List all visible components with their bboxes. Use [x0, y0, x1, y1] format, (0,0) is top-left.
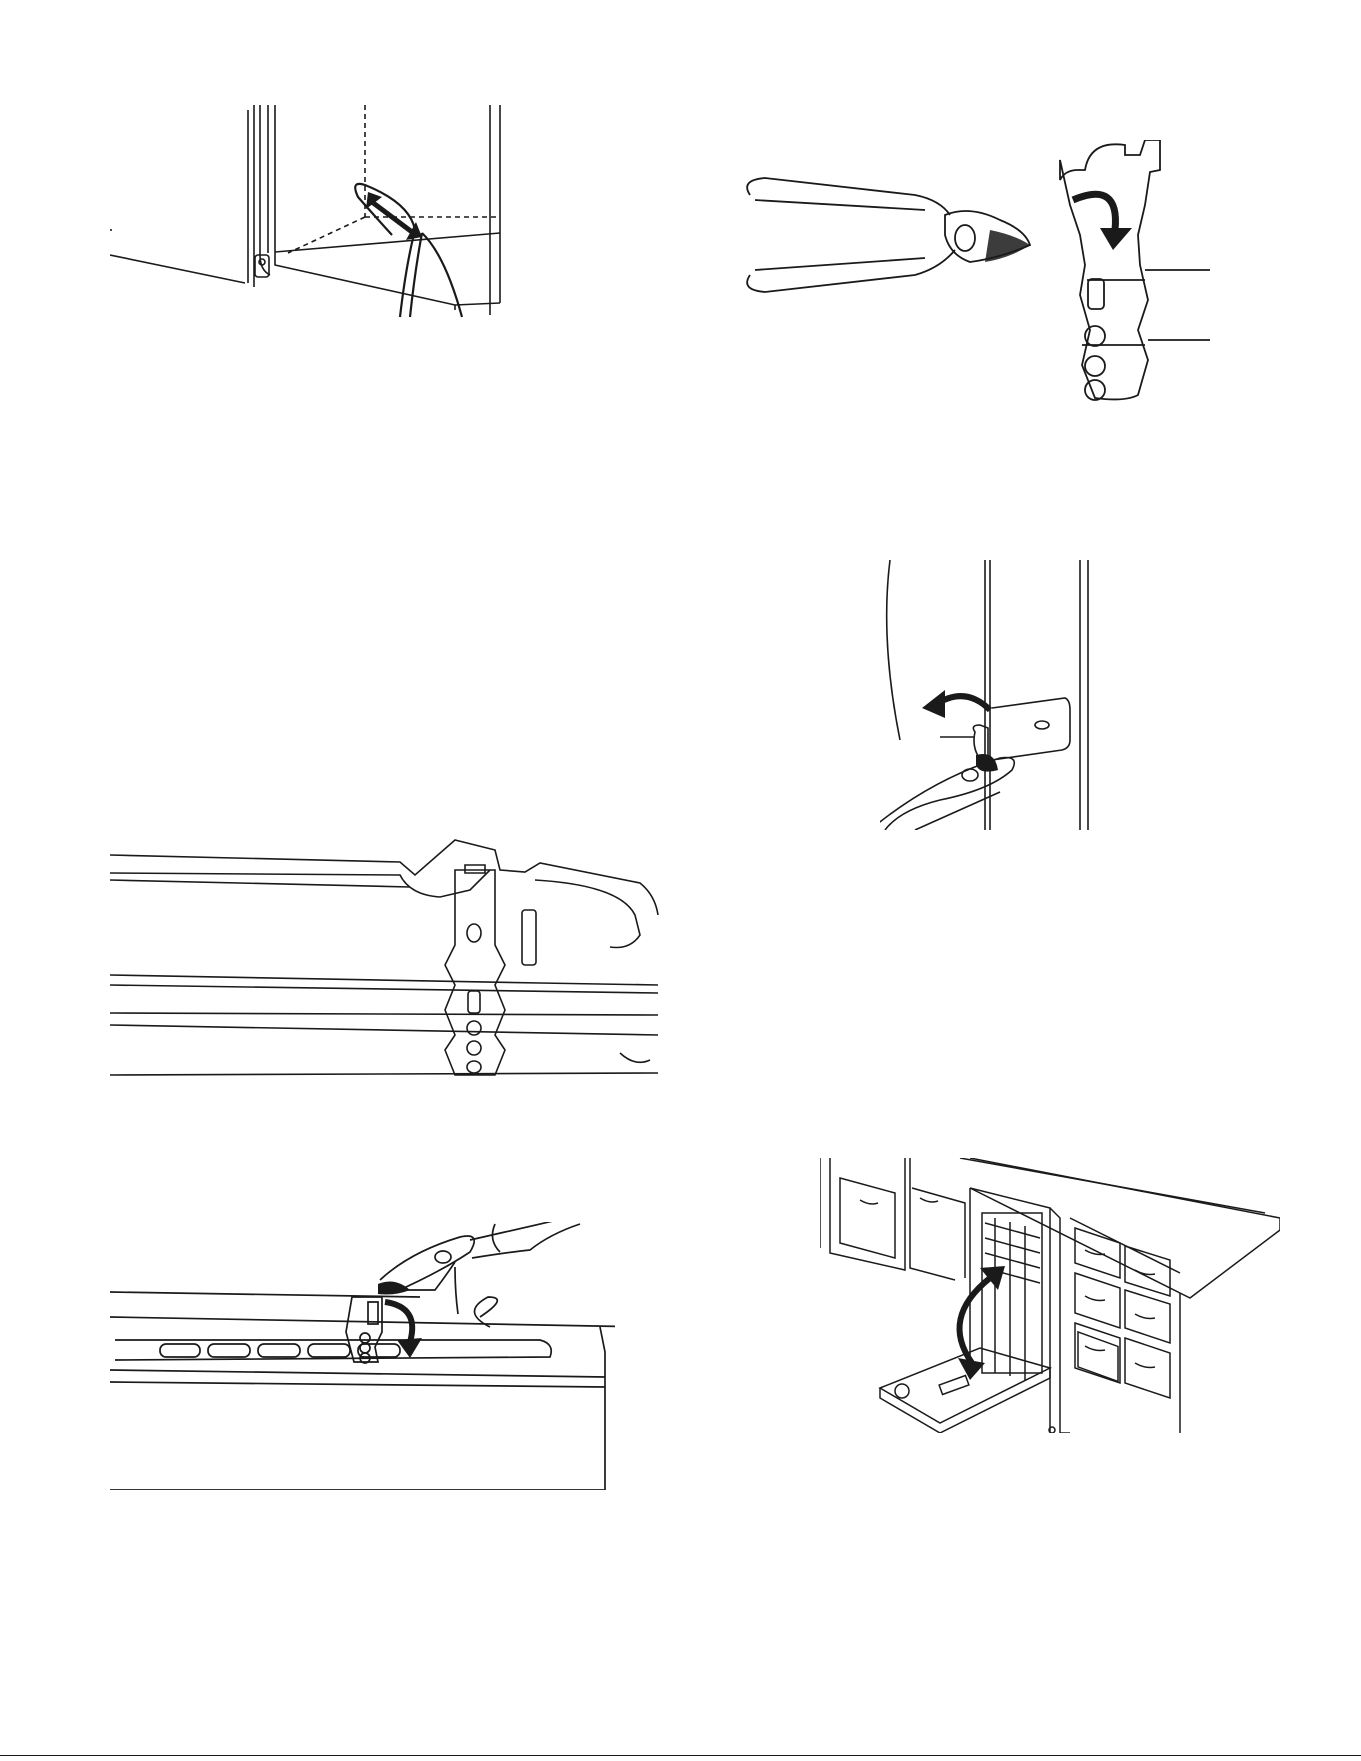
pliers-bracket-illustration [740, 140, 1210, 420]
figure-pliers-bracket-tab [740, 140, 1210, 420]
figure-power-cord-routing [110, 105, 565, 350]
curved-arrow-icon [922, 690, 990, 718]
dishwasher-cabinet-illustration [820, 1158, 1280, 1433]
bottom-rule [0, 1755, 1361, 1756]
panel-bracket-illustration [110, 835, 665, 1080]
panel-pliers-illustration [110, 1222, 615, 1490]
figure-pliers-bending-bracket-top [110, 1222, 615, 1490]
curved-arrow-icon [385, 1302, 422, 1358]
figure-bracket-mounting-side [880, 560, 1210, 830]
power-cord-illustration [110, 105, 565, 350]
figure-dishwasher-door-open [820, 1158, 1280, 1433]
figure-bracket-on-panel-top [110, 835, 665, 1080]
side-bracket-illustration [880, 560, 1210, 830]
